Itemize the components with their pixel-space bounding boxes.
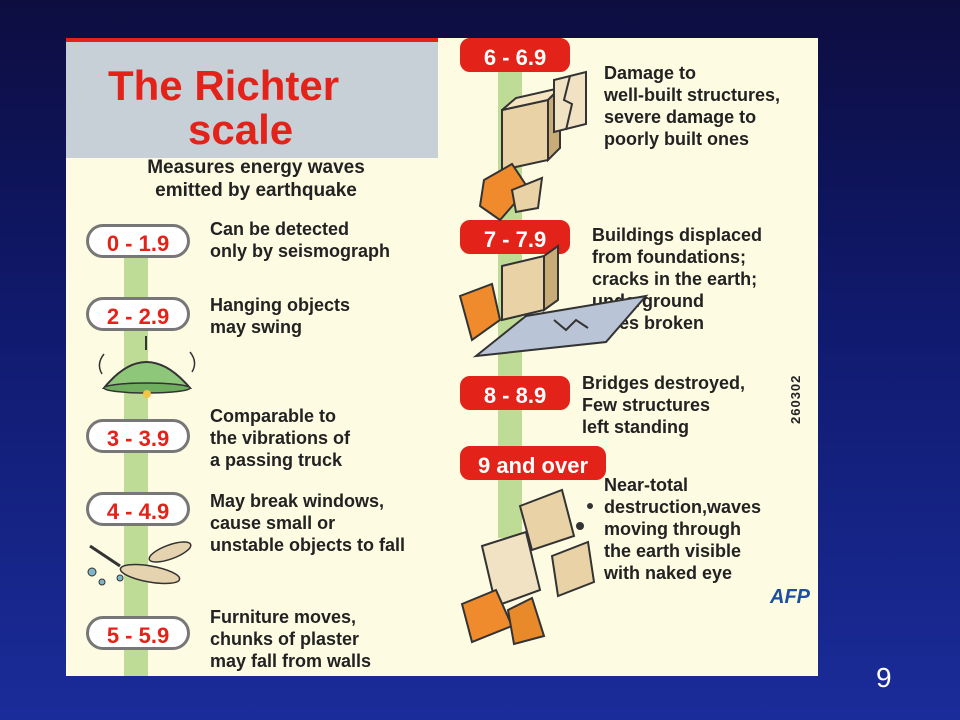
page-number: 9 [876, 662, 892, 693]
title-line-1: The Richter [108, 62, 340, 109]
range-badge-6: 6 - 6.9 [460, 38, 570, 72]
level-description-6: Damage to well-built structures, severe … [604, 63, 781, 149]
level-description-5: Furniture moves, chunks of plaster may f… [210, 607, 372, 671]
displaced-building-icon [458, 244, 649, 358]
range-badge-4: 4 - 4.9 [86, 492, 190, 526]
range-badge-3: 3 - 3.9 [86, 419, 190, 453]
cracked-buildings-icon [478, 70, 587, 222]
afp-logo: AFP [770, 586, 810, 608]
level-description-3: Comparable to the vibrations of a passin… [210, 406, 351, 470]
graphic-code: 260302 [788, 374, 803, 424]
level-description-9: Near-total destruction,waves moving thro… [604, 475, 762, 583]
title-box: The Richter scale [66, 38, 438, 158]
destroyed-building-icon [460, 488, 596, 646]
range-badge-0: 0 - 1.9 [86, 224, 190, 258]
level-description-7: Buildings displaced from foundations; cr… [592, 225, 763, 333]
richter-infographic: The Richter scale Measures energy waves … [66, 38, 818, 676]
level-description-0: Can be detected only by seismograph [210, 219, 391, 261]
range-badge-8: 8 - 8.9 [460, 376, 570, 410]
title-line-2: scale [188, 106, 294, 153]
range-badge-2: 2 - 2.9 [86, 297, 190, 331]
level-description-2: Hanging objects may swing [210, 295, 351, 337]
range-badge-7: 7 - 7.9 [460, 220, 570, 254]
subtitle: Measures energy waves emitted by earthqu… [147, 157, 365, 201]
range-badge-9: 9 and over [460, 446, 606, 480]
hanging-lamp-icon [98, 336, 196, 398]
level-description-8: Bridges destroyed, Few structures left s… [582, 373, 746, 437]
range-badge-5: 5 - 5.9 [86, 616, 190, 650]
broken-objects-icon [87, 541, 192, 586]
level-description-4: May break windows, cause small or unstab… [210, 491, 406, 555]
